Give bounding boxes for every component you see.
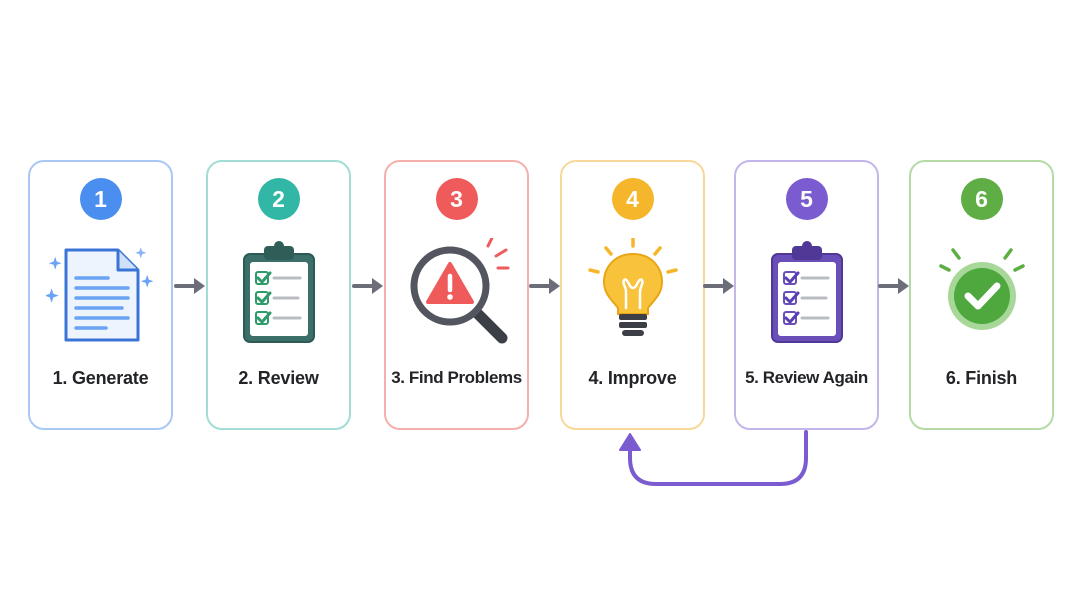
step-number-badge: 6: [960, 178, 1003, 220]
arrow-right-icon: [352, 278, 383, 294]
step-card-review: 2 2. Review: [206, 160, 351, 430]
step-card-generate: 1 1. Generate: [28, 160, 173, 430]
clipboard-checklist-icon: [770, 241, 843, 343]
step-number-badge: 2: [257, 178, 300, 220]
step-label: 5. Review Again: [745, 368, 868, 387]
step-label: 3. Find Problems: [391, 368, 522, 387]
step-card-improve: 4 4. Improve: [560, 160, 705, 430]
step-label: 6. Finish: [945, 368, 1018, 388]
step-card-review-again: 5 5. Review Again: [734, 160, 879, 430]
arrow-right-icon: [878, 278, 909, 294]
arrow-right-icon: [703, 278, 734, 294]
step-card-finish: 6 6. Finish: [909, 160, 1054, 430]
step-label: 2. Review: [238, 368, 319, 388]
step-number-badge: 5: [785, 178, 828, 220]
step-card-find-problems: 3 3. Find Problems: [384, 160, 529, 430]
arrow-right-icon: [174, 278, 205, 294]
step-number-badge: 1: [79, 178, 122, 220]
step-label: 4. Improve: [588, 368, 677, 388]
step-number-badge: 3: [435, 178, 478, 220]
document-sparkle-icon: [45, 247, 154, 342]
clipboard-checklist-icon: [242, 241, 315, 343]
step-number-badge: 4: [611, 178, 654, 220]
lightbulb-icon: [587, 238, 678, 336]
magnifier-warning-icon: [410, 238, 509, 344]
check-circle-icon: [938, 248, 1025, 330]
step-label: 1. Generate: [52, 368, 149, 388]
arrow-right-icon: [529, 278, 560, 294]
